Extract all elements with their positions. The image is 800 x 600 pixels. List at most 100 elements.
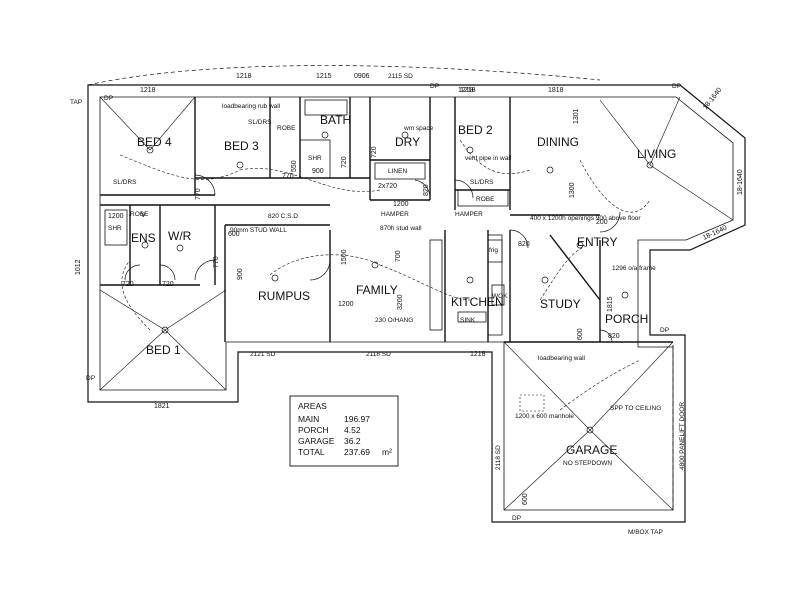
bath-tub [304, 99, 348, 116]
eave-line [87, 65, 601, 86]
label-robe-bed2: ROBE [476, 196, 495, 203]
dim-1200b: 1200 [393, 201, 409, 208]
label-o-hang: 230 O/HANG [375, 317, 413, 324]
dim-700: 700 [395, 250, 402, 262]
room-label-ens: ENS [131, 231, 156, 245]
manhole [519, 394, 545, 412]
annotations: TAP M/BOX TAP DP DP DP DP DP DP ROBE ROB… [70, 73, 686, 536]
label-gpo-gar: 2118 SD [495, 445, 502, 470]
label-no-stepdown: NO STEPDOWN [563, 460, 612, 467]
label-stud-wall-870: 870h stud wall [380, 225, 422, 232]
label-dp-garage: DP [512, 515, 521, 522]
dim-1200a: 1200 [108, 213, 124, 220]
kitchen-island [429, 239, 443, 331]
dim-770c: 770 [213, 256, 220, 268]
room-label-rumpus: RUMPUS [258, 289, 310, 303]
dim-600b: 600 [577, 328, 584, 340]
label-dp-tl: DP [104, 95, 113, 102]
label-robe-bed3: ROBE [277, 125, 296, 132]
dim-770a: 770 [195, 188, 202, 200]
label-sink: SINK [460, 317, 476, 324]
room-label-bed2: BED 2 [458, 123, 493, 137]
dim-550: 550 [291, 160, 298, 172]
label-manhole: 1200 x 600 manhole [515, 413, 574, 420]
dim-720c: 720 [371, 146, 378, 158]
room-label-bed3: BED 3 [224, 139, 259, 153]
dim-200: 200 [596, 219, 608, 226]
room-label-family: FAMILY [356, 283, 398, 297]
label-tap-bottom: M/BOX TAP [628, 529, 663, 536]
label-sldrs-bed3: SL/DRS [248, 119, 272, 126]
label-hamper-2: HAMPER [455, 211, 483, 218]
dim-1218e: 1218 [458, 87, 474, 94]
dim-770b: 770 [282, 173, 294, 180]
dim-1640a: 18-1640 [702, 87, 723, 112]
dim-1500: 1500 [341, 249, 348, 265]
dim-900a: 900 [237, 268, 244, 280]
sink [457, 311, 487, 323]
areas-box [289, 395, 399, 467]
label-panelift: 4800 PANELIFT DOOR [679, 402, 686, 470]
label-loadbearing-wall: loadbearing wall [538, 355, 586, 362]
label-tap-left: TAP [70, 99, 82, 106]
label-gpo-top: 2115 SD [388, 73, 413, 80]
room-label-linen: LINEN [388, 168, 407, 175]
light-fittings [141, 131, 654, 434]
linen-cupboard [374, 162, 426, 180]
label-csd: 820 C.S.D [268, 213, 298, 220]
areas-table: AREAS MAIN 196.97 PORCH 4.52 GARAGE 36.2… [298, 401, 392, 457]
dim-0906: 0906 [354, 73, 370, 80]
room-label-entry: ENTRY [577, 235, 617, 249]
areas-row-total-label: TOTAL [298, 447, 325, 457]
room-label-bed1: BED 1 [146, 343, 181, 357]
dim-1012: 1012 [75, 259, 82, 275]
label-wm-space: wm space [403, 125, 434, 132]
door-swings [124, 174, 621, 343]
dim-720d: 720 [162, 281, 174, 288]
fridge [487, 239, 503, 263]
label-wok: WOK [492, 293, 508, 300]
dim-600c: 600 [522, 493, 529, 505]
room-label-bath: BATH [320, 113, 351, 127]
electrical-wiring [119, 139, 651, 411]
dim-2x720: 2x720 [378, 183, 397, 190]
label-spp: SPP TO CEILING [610, 405, 661, 412]
dim-720a: 720 [122, 281, 134, 288]
label-robe-ens: ROBE [130, 211, 149, 218]
dim-900b: 900 [312, 168, 324, 175]
label-frig: frig [489, 247, 498, 254]
label-loadbearing: loadbearing rub wall [222, 103, 281, 110]
dim-820b: 820 [608, 333, 620, 340]
room-label-kitchen: KITCHEN [451, 295, 504, 309]
areas-unit: m² [382, 447, 392, 457]
areas-title: AREAS [298, 401, 327, 411]
dim-1815: 1815 [607, 296, 614, 312]
label-gpo-fam: 2118 SD [366, 351, 391, 358]
outer-wall [87, 84, 746, 523]
room-label-shr-ens: SHR [108, 225, 122, 232]
label-sldrs-bed2: SL/DRS [470, 179, 494, 186]
room-label-shr-main: SHR [308, 155, 322, 162]
label-openings: 400 x 1200h openings 900 above floor [530, 215, 641, 222]
label-dp-left: DP [86, 375, 95, 382]
dim-1215: 1215 [316, 73, 332, 80]
ens-shower [104, 209, 128, 246]
label-dp-top: DP [672, 83, 681, 90]
dim-1218d: 1218 [470, 351, 486, 358]
dim-1818: 1818 [548, 87, 564, 94]
label-dp-porch: DP [660, 327, 669, 334]
dim-1301: 1301 [573, 108, 580, 124]
areas-row-main-label: MAIN [298, 414, 319, 424]
dim-1218a: 1218 [140, 87, 156, 94]
label-vent-pipe: vent pipe in wall [465, 155, 512, 162]
label-dp-mid: DP [430, 83, 439, 90]
label-sldrs-bed4: SL/DRS [113, 179, 137, 186]
dim-1300: 1300 [569, 182, 576, 198]
dim-3200: 3200 [397, 294, 404, 310]
areas-row-porch-value: 4.52 [344, 425, 361, 435]
dim-1218c: 1218 [460, 87, 476, 94]
room-label-bed4: BED 4 [137, 135, 172, 149]
dim-v: V [141, 212, 146, 219]
robe-bed2 [457, 189, 509, 207]
